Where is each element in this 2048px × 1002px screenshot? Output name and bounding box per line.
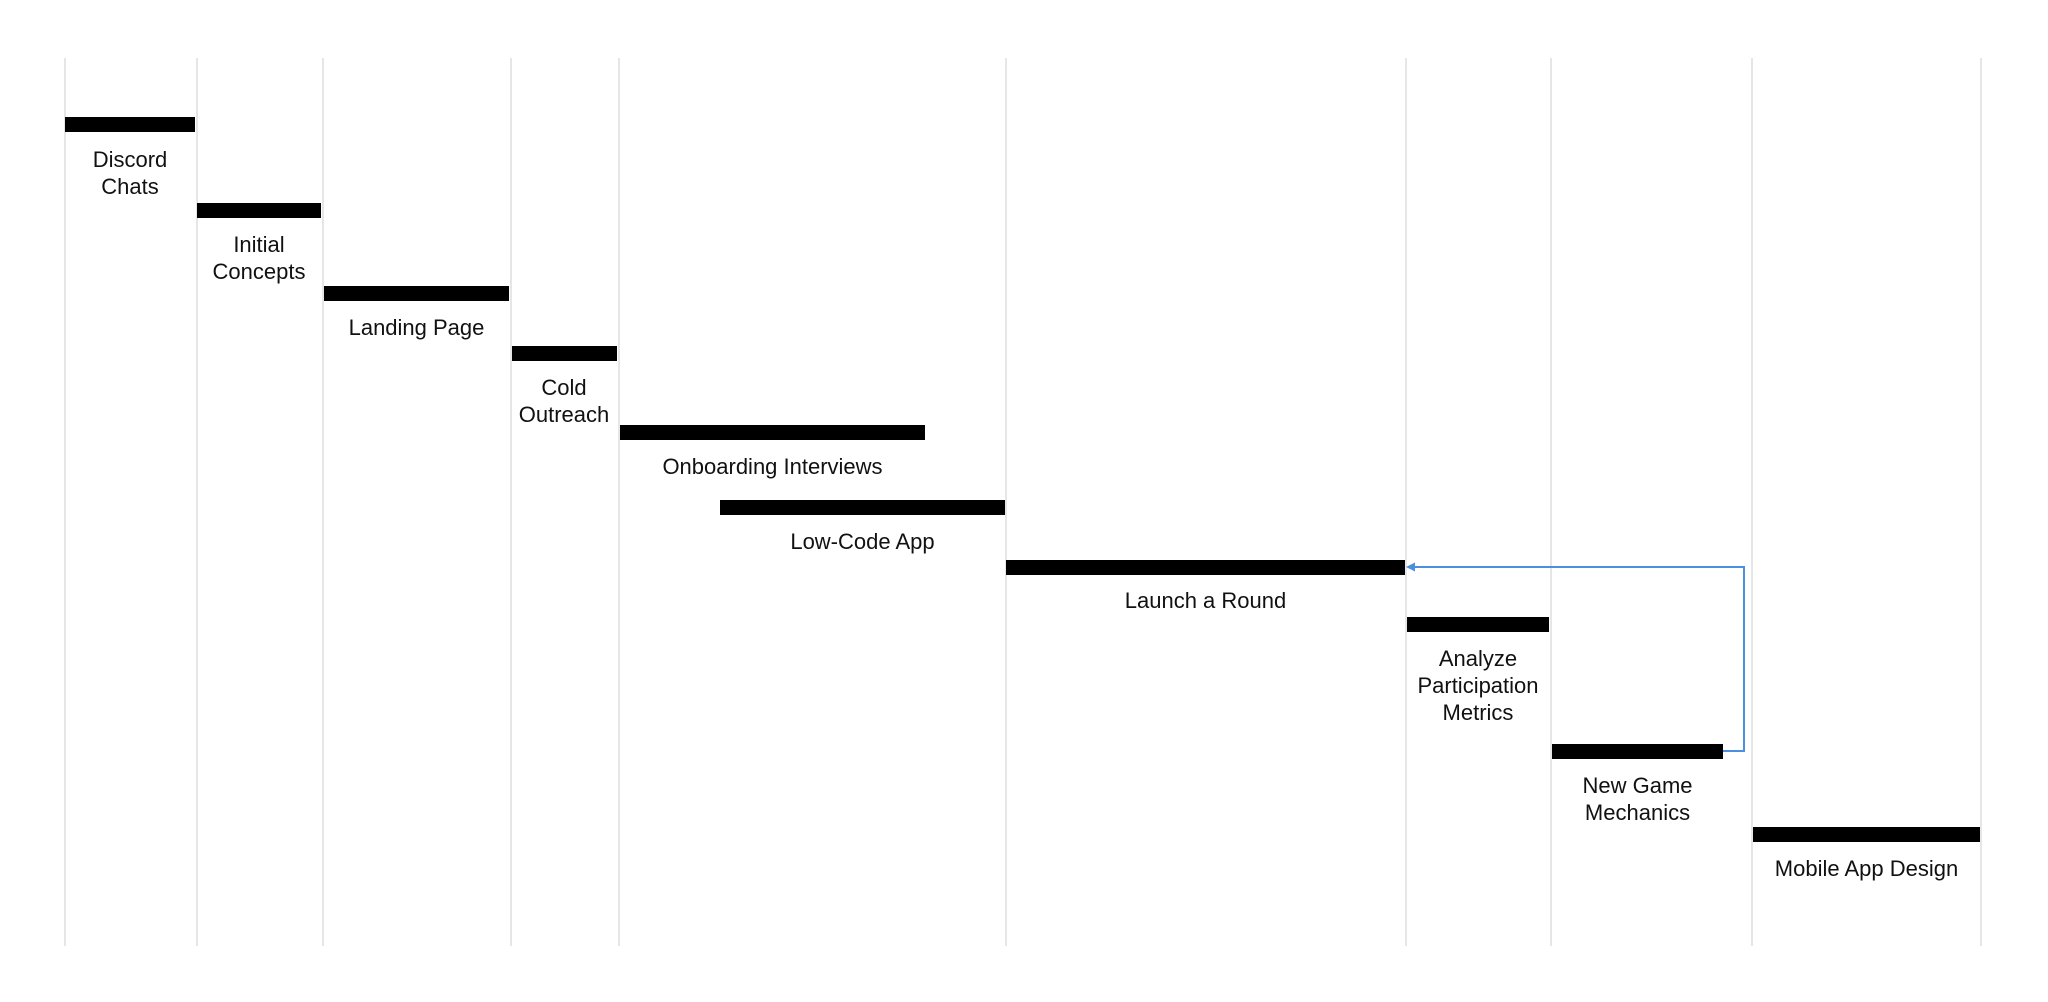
task-label-analyze-participation-metrics: Analyze Participation Metrics xyxy=(1417,646,1539,725)
arrowhead-icon xyxy=(1406,562,1415,572)
task-label-mobile-app-design: Mobile App Design xyxy=(1774,856,1959,881)
task-label-new-game-mechanics: New Game Mechanics xyxy=(1582,773,1693,825)
task-label-discord-chats: Discord Chats xyxy=(92,147,168,199)
task-label-initial-concepts: Initial Concepts xyxy=(212,232,306,284)
task-bar-discord-chats xyxy=(65,117,195,132)
gridline xyxy=(1005,58,1007,946)
gridline xyxy=(322,58,324,946)
gridline xyxy=(196,58,198,946)
task-label-cold-outreach: Cold Outreach xyxy=(518,375,610,427)
task-bar-initial-concepts xyxy=(197,203,321,218)
gridline xyxy=(64,58,66,946)
task-label-launch-a-round: Launch a Round xyxy=(1124,588,1287,613)
task-bar-mobile-app-design xyxy=(1753,827,1980,842)
gridline xyxy=(1980,58,1982,946)
task-label-onboarding-interviews: Onboarding Interviews xyxy=(662,454,883,479)
gridline xyxy=(1405,58,1407,946)
task-bar-new-game-mechanics xyxy=(1552,744,1723,759)
gridline xyxy=(1751,58,1753,946)
task-bar-low-code-app xyxy=(720,500,1005,515)
task-label-landing-page: Landing Page xyxy=(348,315,485,340)
task-label-low-code-app: Low-Code App xyxy=(790,529,935,554)
task-bar-onboarding-interviews xyxy=(620,425,925,440)
gridline xyxy=(618,58,620,946)
task-bar-landing-page xyxy=(324,286,509,301)
task-bar-analyze-participation-metrics xyxy=(1407,617,1549,632)
task-bar-launch-a-round xyxy=(1006,560,1405,575)
gridline xyxy=(1550,58,1552,946)
gridline xyxy=(510,58,512,946)
task-bar-cold-outreach xyxy=(512,346,617,361)
